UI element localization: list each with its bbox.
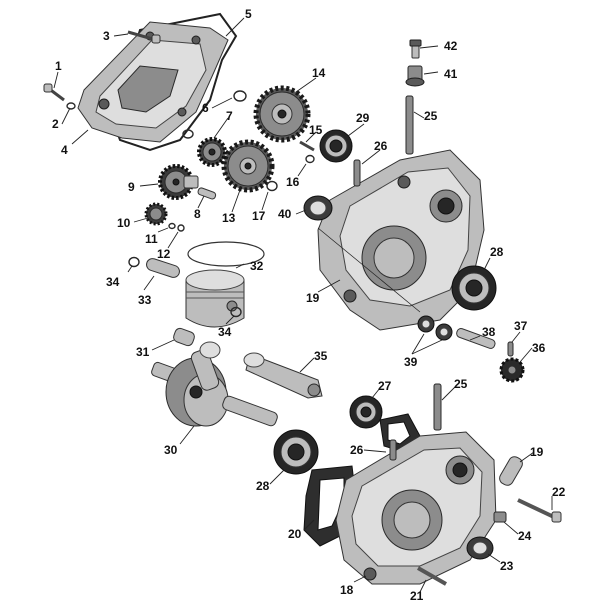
part-circlip-17 — [266, 180, 278, 192]
callout-22: 22 — [552, 485, 566, 499]
callout-40: 40 — [278, 207, 292, 221]
part-stud-25-lower — [433, 383, 442, 431]
callout-39: 39 — [404, 355, 418, 369]
callout-34b: 34 — [218, 325, 232, 339]
callout-29: 29 — [356, 111, 370, 125]
callout-8: 8 — [194, 207, 201, 221]
callout-21: 21 — [410, 589, 424, 600]
callout-13: 13 — [222, 211, 236, 225]
callout-25b: 25 — [454, 377, 468, 391]
part-shaft-38 — [456, 328, 496, 349]
callout-27: 27 — [378, 379, 392, 393]
part-crankcase-lower — [335, 431, 497, 585]
part-pin-26-lower — [389, 439, 397, 461]
callout-labels: 1 2 3 4 5 6 7 8 9 10 11 12 13 14 15 16 1… — [52, 7, 566, 600]
callout-10: 10 — [117, 216, 131, 230]
part-bearing-28-lower — [273, 429, 319, 475]
callout-30: 30 — [164, 443, 178, 457]
part-seal-23 — [466, 536, 494, 560]
callout-42: 42 — [444, 39, 458, 53]
callout-12: 12 — [157, 247, 171, 261]
callout-7: 7 — [226, 109, 233, 123]
callout-24: 24 — [518, 529, 532, 543]
part-washer-16 — [305, 154, 315, 164]
part-screw-21 — [417, 566, 447, 586]
part-screw-22 — [517, 498, 562, 523]
part-pin-33 — [146, 258, 180, 278]
callout-36: 36 — [532, 341, 546, 355]
callout-23: 23 — [500, 559, 514, 573]
callout-6: 6 — [202, 101, 209, 115]
part-impeller-36 — [499, 357, 525, 383]
part-circlip-6b — [182, 129, 194, 139]
part-seals-39 — [417, 315, 453, 341]
callout-26a: 26 — [374, 139, 388, 153]
part-nut-24 — [493, 511, 507, 523]
callout-41: 41 — [444, 67, 458, 81]
leader-lines — [53, 17, 553, 593]
callout-4: 4 — [61, 143, 68, 157]
part-piston-32 — [185, 269, 245, 328]
part-pin-37 — [507, 341, 514, 357]
callout-34a: 34 — [106, 275, 120, 289]
part-screw-42 — [409, 39, 422, 59]
part-gear-13 — [221, 139, 275, 193]
callout-38: 38 — [482, 325, 496, 339]
callout-25a: 25 — [424, 109, 438, 123]
callout-37: 37 — [514, 319, 528, 333]
part-stud-25-upper — [405, 95, 414, 155]
part-rotary-valve-cover — [77, 12, 238, 152]
callout-18: 18 — [340, 583, 354, 597]
callout-1: 1 — [55, 59, 62, 73]
part-gear-14 — [253, 85, 311, 143]
part-screw-15 — [299, 140, 315, 152]
callout-14: 14 — [312, 66, 326, 80]
callout-31: 31 — [136, 345, 150, 359]
callout-16: 16 — [286, 175, 300, 189]
callout-11: 11 — [145, 232, 158, 246]
callout-26b: 26 — [350, 443, 364, 457]
callout-2: 2 — [52, 117, 59, 131]
callout-20: 20 — [288, 527, 302, 541]
callout-9: 9 — [128, 180, 135, 194]
callout-15: 15 — [309, 123, 323, 137]
part-washer-2 — [66, 102, 76, 110]
callout-28b: 28 — [256, 479, 270, 493]
part-circlip-11 — [168, 222, 176, 230]
part-circlip-34b — [230, 306, 242, 318]
callout-28a: 28 — [490, 245, 504, 259]
part-screw-1 — [43, 83, 65, 102]
part-gear-9 — [158, 164, 199, 200]
part-seal-40 — [303, 195, 333, 221]
part-pin-8 — [197, 187, 217, 200]
part-gear-7 — [197, 137, 227, 167]
part-crankcase-upper — [317, 149, 485, 331]
part-bearing-28-upper — [451, 265, 497, 311]
part-crankshaft-30 — [151, 341, 278, 427]
callout-19b: 19 — [530, 445, 544, 459]
part-fitting-41 — [405, 65, 425, 87]
part-circlip-34a — [128, 256, 140, 268]
callout-5: 5 — [245, 7, 252, 21]
callout-3: 3 — [103, 29, 110, 43]
callout-17: 17 — [252, 209, 266, 223]
part-circlip-6 — [233, 90, 247, 102]
callout-35: 35 — [314, 349, 328, 363]
callout-32: 32 — [250, 259, 264, 273]
part-screw-3 — [127, 30, 161, 44]
part-bearing-27 — [349, 395, 383, 429]
part-sleeve-19 — [499, 456, 523, 486]
part-gear-10 — [144, 202, 168, 226]
part-ring-32-outline — [187, 241, 265, 267]
callout-19a: 19 — [306, 291, 320, 305]
part-rod-35 — [243, 352, 323, 399]
part-bearing-29 — [319, 129, 353, 163]
part-pin-26-upper — [353, 159, 361, 187]
part-circlip-12 — [177, 224, 185, 232]
callout-33: 33 — [138, 293, 152, 307]
part-bearing-31 — [173, 327, 195, 347]
